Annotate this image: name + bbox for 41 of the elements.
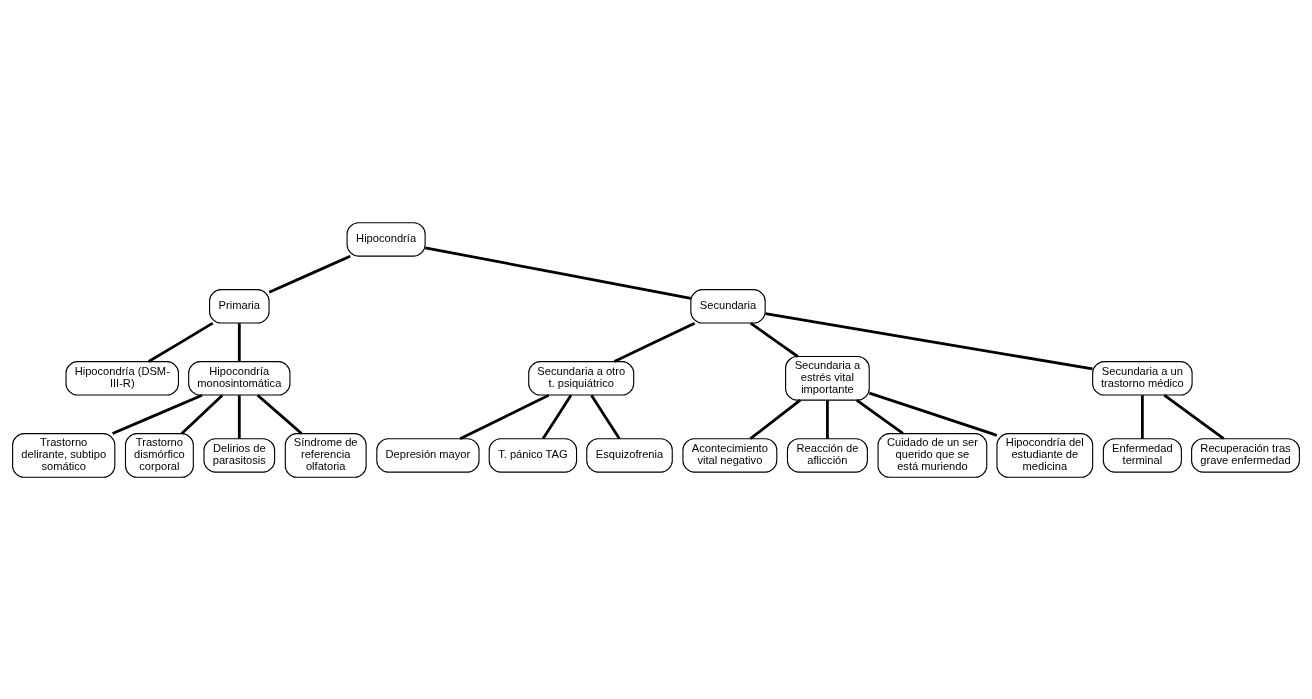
connector: [256, 393, 303, 434]
connector: [749, 398, 802, 440]
node-box: Acontecimiento vital negativo: [682, 437, 778, 473]
connector: [826, 399, 829, 439]
node-box: Primaria: [209, 288, 270, 324]
node-box: Hipocondría del estudiante de medicina: [996, 432, 1094, 478]
node-box: Secundaria a estrés vital importante: [785, 355, 870, 401]
node-box: Delirios de parasitosis: [203, 437, 276, 473]
node-box: Secundaria a un trastorno médico: [1092, 360, 1193, 396]
node-box: Depresión mayor: [376, 437, 480, 473]
connector: [268, 254, 351, 293]
connector: [1163, 393, 1225, 440]
connector: [148, 321, 214, 363]
node-box: Secundaria a otro t. psiquiátrico: [528, 360, 635, 396]
connector: [541, 393, 573, 439]
connector: [237, 322, 241, 362]
connector: [868, 391, 998, 437]
connector: [112, 393, 203, 435]
node-box: Hipocondría: [346, 221, 426, 257]
node-box: Reacción de aflicción: [786, 437, 868, 473]
node-box: Trastorno delirante, subtipo somático: [12, 432, 116, 478]
node-box: Recuperación tras grave enfermedad: [1191, 437, 1300, 473]
connector: [237, 394, 241, 439]
connector: [765, 311, 1093, 370]
node-box: Cuidado de un ser querido que se está muriendo: [877, 432, 988, 478]
connector: [855, 398, 904, 435]
node-box: Trastorno dismórfico corporal: [124, 432, 194, 478]
connector: [180, 393, 224, 434]
connector: [459, 393, 550, 440]
node-box: Secundaria: [690, 288, 766, 324]
connector: [1140, 394, 1144, 439]
node-box: Esquizofrenia: [586, 437, 673, 473]
connector: [613, 321, 696, 363]
node-box: T. pánico TAG: [488, 437, 578, 473]
node-box: Enfermedad terminal: [1102, 437, 1182, 473]
node-box: Síndrome de referencia olfatoria: [284, 432, 367, 478]
node-box: Hipocondría (DSM-III-R): [65, 360, 179, 396]
connector: [749, 321, 799, 358]
connector: [590, 393, 621, 439]
connector: [425, 245, 692, 300]
node-box: Hipocondría monosintomática: [188, 360, 291, 396]
